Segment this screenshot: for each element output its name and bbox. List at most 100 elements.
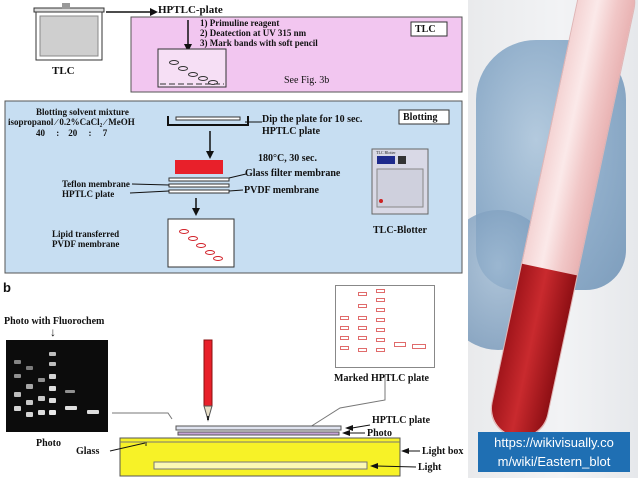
leader-line [129,190,170,194]
solvent-title: Blotting solvent mixture [36,107,129,117]
lightbox-drawings [109,339,420,477]
tlc-spot [178,66,188,71]
source-url-box[interactable]: https://wikivisually.co m/wiki/Eastern_b… [478,432,630,472]
source-url-line-2: m/wiki/Eastern_blot [497,454,611,469]
step-2: 2) Deatection at UV 315 nm [200,28,307,38]
arrow-head [342,430,350,436]
gel-band [49,410,56,415]
blotting-drawings [4,100,463,274]
arrow-marked-to-plate [309,374,386,428]
photo-label: Photo [36,438,61,449]
blotting-tag-box [398,109,450,125]
gel-band [65,406,77,410]
gel-photo [6,340,108,432]
solvent-formula: isopropanol ∕ 0.2%CaCl₂ ∕ MeOH [8,117,135,127]
arrow-head [150,8,158,16]
gel-band [14,406,21,411]
lipid-label-1: Lipid transferred [52,229,120,239]
arrow-head-down [206,151,214,159]
device-brand: TLC Blotter [376,150,396,155]
blotter-door [376,168,424,208]
gel-band [26,400,33,405]
mark-box [376,328,385,332]
lipid-label-2: PVDF membrane [52,239,120,249]
photo-layer-label: Photo [367,428,392,439]
tlc-tag: TLC [415,24,436,35]
pencil-body [203,339,213,407]
mark-box [394,342,406,347]
gel-band [49,374,56,379]
dip-plate [175,116,241,121]
device-label: TLC-Blotter [373,225,427,236]
pvdf-label: PVDF membrane [244,185,319,196]
gel-band [14,392,21,397]
mark-box [358,316,367,320]
light-tube [153,461,368,470]
tank-label: TLC [52,65,75,77]
mark-box [340,346,349,350]
tlc-spot [188,72,198,77]
mark-box [358,336,367,340]
photo-layer [177,431,340,436]
lipid-spot [196,243,206,248]
marked-plate-label: Marked HPTLC plate [334,373,429,384]
hptlc-plate-label: HPTLC-plate [158,4,223,16]
light-label: Light [418,462,442,473]
gel-band [87,410,99,414]
tlc-tag-box [410,21,448,37]
condition-text: 180°C, 30 sec. [258,153,317,164]
gel-band [38,378,45,382]
teflon-label: Teflon membrane [62,179,130,189]
mark-box [376,338,385,342]
mark-box [340,326,349,330]
panel-letter-b: b [3,280,11,295]
background-photo [468,0,638,478]
arrow-head [370,463,378,469]
lipid-spot [213,256,223,261]
dip-text: Dip the plate for 10 sec. [262,114,363,125]
mark-box [358,326,367,330]
hptlc-plate-dip: HPTLC plate [262,126,321,137]
gel-band [26,366,33,370]
arrow-head [401,448,409,454]
gel-band [38,410,45,415]
arrow-head [345,425,353,431]
tlc-spot [208,80,218,85]
mark-box [358,292,367,296]
tank-knob [62,3,70,9]
blotting-tag: Blotting [403,112,438,123]
leader-line [375,465,417,468]
gel-band [26,384,33,389]
mark-box [340,316,349,320]
mark-box [358,304,367,308]
mark-box [376,298,385,302]
blotter-display [377,156,395,164]
lipid-spot [188,236,198,241]
leader-line [351,424,371,429]
photo-arrow: ↓ [50,325,56,339]
source-url-line-1: https://wikivisually.co [494,435,614,450]
arrow-head-down [184,44,192,52]
gel-band [14,360,21,364]
mark-box [412,344,426,349]
hptlc-plate-b-label: HPTLC plate [372,415,431,426]
lightbox [119,437,401,477]
light-box-label: Light box [422,446,464,457]
hptlc-plate-label-2: HPTLC plate [62,189,115,199]
leader-line [228,173,247,179]
gel-band [49,386,56,391]
leader-line [131,183,170,186]
leader-line [109,442,146,452]
arrow-head-down [192,208,200,216]
blotter-dial [398,156,406,164]
mark-box [376,348,385,352]
gel-band [49,362,56,366]
tlc-drawings [33,3,463,93]
lipid-spot [205,250,215,255]
gel-band [49,398,56,403]
gel-band [26,412,33,417]
leader-line [228,189,244,192]
gel-band [38,396,45,401]
mark-box [376,318,385,322]
marked-hptlc-plate [335,285,435,368]
